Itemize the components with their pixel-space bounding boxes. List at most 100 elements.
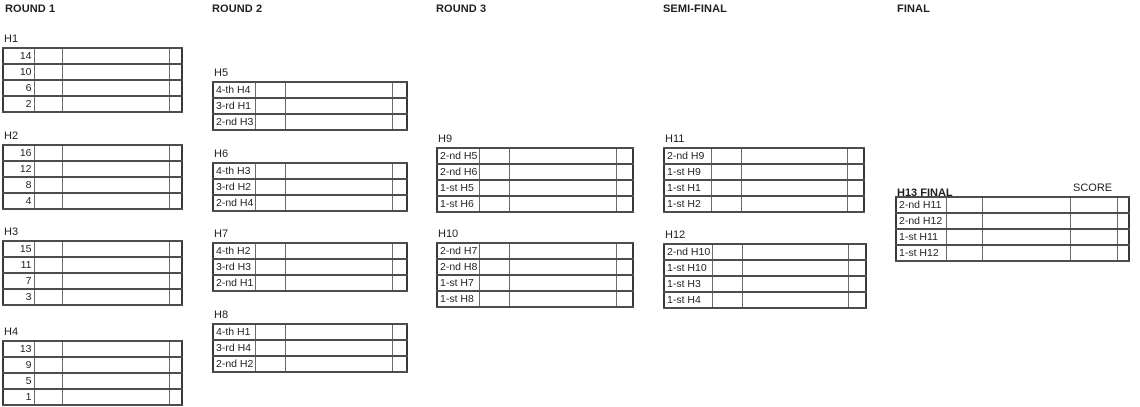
empty-cell[interactable] xyxy=(981,212,1071,230)
seed-cell[interactable]: 7 xyxy=(2,272,35,290)
empty-cell[interactable] xyxy=(61,272,170,290)
seed-cell[interactable]: 9 xyxy=(2,356,35,374)
empty-cell[interactable] xyxy=(285,178,394,196)
empty-cell[interactable] xyxy=(712,275,744,293)
empty-cell[interactable] xyxy=(846,147,865,165)
qualifier-cell[interactable]: 2-nd H11 xyxy=(895,196,947,214)
qualifier-cell[interactable]: 4-th H1 xyxy=(212,323,257,341)
empty-cell[interactable] xyxy=(742,243,850,261)
empty-cell[interactable] xyxy=(479,258,511,276)
seed-cell[interactable]: 15 xyxy=(2,240,35,258)
empty-cell[interactable] xyxy=(712,259,744,277)
empty-cell[interactable] xyxy=(255,194,287,212)
qualifier-cell[interactable]: 2-nd H9 xyxy=(663,147,712,165)
empty-cell[interactable] xyxy=(392,97,408,115)
empty-cell[interactable] xyxy=(392,258,408,276)
empty-cell[interactable] xyxy=(61,192,170,210)
empty-cell[interactable] xyxy=(712,291,744,309)
empty-cell[interactable] xyxy=(168,79,183,97)
empty-cell[interactable] xyxy=(168,63,183,81)
empty-cell[interactable] xyxy=(168,272,183,290)
empty-cell[interactable] xyxy=(392,113,408,131)
empty-cell[interactable] xyxy=(1116,228,1130,246)
qualifier-cell[interactable]: 3-rd H3 xyxy=(212,258,257,276)
empty-cell[interactable] xyxy=(168,176,183,194)
empty-cell[interactable] xyxy=(285,339,394,357)
empty-cell[interactable] xyxy=(392,242,408,260)
empty-cell[interactable] xyxy=(285,242,394,260)
empty-cell[interactable] xyxy=(848,291,867,309)
empty-cell[interactable] xyxy=(392,81,408,99)
empty-cell[interactable] xyxy=(255,323,287,341)
empty-cell[interactable] xyxy=(61,288,170,306)
empty-cell[interactable] xyxy=(33,79,63,97)
empty-cell[interactable] xyxy=(255,274,287,292)
empty-cell[interactable] xyxy=(848,259,867,277)
empty-cell[interactable] xyxy=(33,388,63,406)
empty-cell[interactable] xyxy=(479,147,511,165)
qualifier-cell[interactable]: 1-st H12 xyxy=(895,244,947,262)
qualifier-cell[interactable]: 1-st H4 xyxy=(663,291,714,309)
qualifier-cell[interactable]: 1-st H9 xyxy=(663,163,712,181)
qualifier-cell[interactable]: 1-st H8 xyxy=(436,290,481,308)
empty-cell[interactable] xyxy=(168,256,183,274)
empty-cell[interactable] xyxy=(479,195,511,213)
empty-cell[interactable] xyxy=(168,340,183,358)
empty-cell[interactable] xyxy=(168,95,183,113)
empty-cell[interactable] xyxy=(168,372,183,390)
empty-cell[interactable] xyxy=(742,275,850,293)
empty-cell[interactable] xyxy=(616,274,634,292)
empty-cell[interactable] xyxy=(509,179,618,197)
qualifier-cell[interactable]: 3-rd H4 xyxy=(212,339,257,357)
empty-cell[interactable] xyxy=(1116,196,1130,214)
seed-cell[interactable]: 6 xyxy=(2,79,35,97)
empty-cell[interactable] xyxy=(255,339,287,357)
empty-cell[interactable] xyxy=(392,355,408,373)
empty-cell[interactable] xyxy=(33,160,63,178)
seed-cell[interactable]: 16 xyxy=(2,144,35,162)
empty-cell[interactable] xyxy=(33,240,63,258)
empty-cell[interactable] xyxy=(710,179,742,197)
empty-cell[interactable] xyxy=(33,192,63,210)
score-cell[interactable] xyxy=(1069,228,1118,246)
empty-cell[interactable] xyxy=(285,194,394,212)
qualifier-cell[interactable]: 1-st H2 xyxy=(663,195,712,213)
empty-cell[interactable] xyxy=(1116,244,1130,262)
empty-cell[interactable] xyxy=(945,244,983,262)
empty-cell[interactable] xyxy=(61,47,170,65)
empty-cell[interactable] xyxy=(33,47,63,65)
qualifier-cell[interactable]: 2-nd H10 xyxy=(663,243,714,261)
empty-cell[interactable] xyxy=(61,372,170,390)
empty-cell[interactable] xyxy=(740,147,848,165)
score-cell[interactable] xyxy=(1069,196,1118,214)
empty-cell[interactable] xyxy=(255,97,287,115)
qualifier-cell[interactable]: 2-nd H2 xyxy=(212,355,257,373)
empty-cell[interactable] xyxy=(285,355,394,373)
empty-cell[interactable] xyxy=(168,160,183,178)
empty-cell[interactable] xyxy=(742,291,850,309)
empty-cell[interactable] xyxy=(392,323,408,341)
empty-cell[interactable] xyxy=(740,179,848,197)
qualifier-cell[interactable]: 3-rd H2 xyxy=(212,178,257,196)
empty-cell[interactable] xyxy=(710,147,742,165)
empty-cell[interactable] xyxy=(846,179,865,197)
empty-cell[interactable] xyxy=(392,274,408,292)
empty-cell[interactable] xyxy=(61,79,170,97)
score-cell[interactable] xyxy=(1069,244,1118,262)
empty-cell[interactable] xyxy=(740,163,848,181)
empty-cell[interactable] xyxy=(846,195,865,213)
qualifier-cell[interactable]: 1-st H6 xyxy=(436,195,481,213)
empty-cell[interactable] xyxy=(479,163,511,181)
qualifier-cell[interactable]: 4-th H2 xyxy=(212,242,257,260)
seed-cell[interactable]: 10 xyxy=(2,63,35,81)
seed-cell[interactable]: 1 xyxy=(2,388,35,406)
qualifier-cell[interactable]: 3-rd H1 xyxy=(212,97,257,115)
empty-cell[interactable] xyxy=(255,162,287,180)
empty-cell[interactable] xyxy=(509,274,618,292)
empty-cell[interactable] xyxy=(168,192,183,210)
seed-cell[interactable]: 2 xyxy=(2,95,35,113)
empty-cell[interactable] xyxy=(61,160,170,178)
empty-cell[interactable] xyxy=(168,388,183,406)
seed-cell[interactable]: 13 xyxy=(2,340,35,358)
empty-cell[interactable] xyxy=(392,162,408,180)
